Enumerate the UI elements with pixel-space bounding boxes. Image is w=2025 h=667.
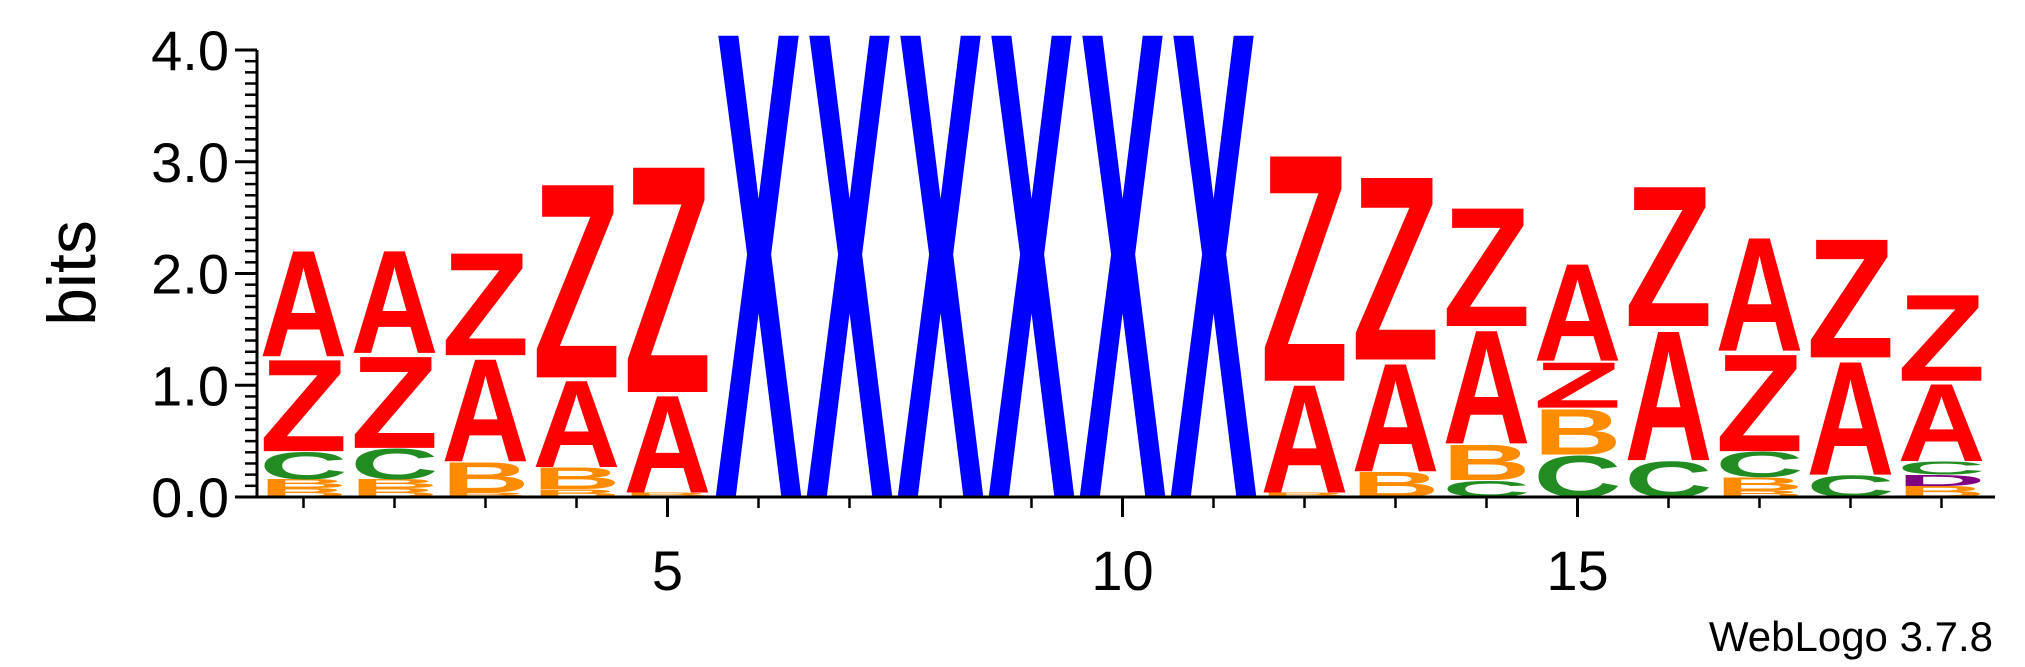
logo-letter-b: B [260, 477, 348, 491]
logo-letter-b: B [1443, 434, 1531, 492]
y-tick-label: 3.0 [151, 131, 229, 194]
logo-letter-a: A [351, 220, 439, 385]
y-axis-title: bits [34, 220, 110, 326]
logo-letter-c: C [1898, 458, 1986, 479]
weblogo-credit: WebLogo 3.7.8 [1709, 613, 1993, 660]
logo-letter-a: A [1625, 293, 1713, 500]
y-tick-label: 2.0 [151, 243, 229, 306]
x-tick-label: 5 [652, 539, 683, 602]
logo-letter-z: Z [1716, 326, 1804, 482]
logo-letter-b: B [624, 491, 712, 498]
logo-letter-a: A [1443, 297, 1531, 478]
logo-letter-z: Z [1898, 269, 1986, 408]
logo-letter-x: X [806, 0, 895, 640]
logo-letter-z: Z [351, 329, 439, 476]
logo-letter-b: B [1261, 491, 1349, 498]
logo-letter-z: Z [1807, 204, 1895, 394]
logo-letter-a: A [1534, 234, 1622, 391]
logo-letter-z: Z [1534, 349, 1622, 422]
logo-letter-d: D [1898, 472, 1986, 489]
logo-letter-x: X [988, 0, 1077, 640]
y-axis-ticks: 0.0 1.0 2.0 3.0 4.0 [151, 19, 257, 529]
logo-letter-b: B [442, 454, 530, 502]
logo-letter-z: Z [260, 333, 348, 480]
logo-letter-b: B [442, 491, 530, 498]
logo-letter-a: A [442, 328, 530, 493]
y-tick-label: 1.0 [151, 354, 229, 417]
logo-letter-z: Z [1443, 173, 1531, 363]
y-tick-label: 0.0 [151, 466, 229, 529]
x-axis-ticks: 5 10 15 [302, 497, 1943, 602]
logo-letter-z: Z [1625, 144, 1713, 370]
logo-letter-a: A [1898, 360, 1986, 485]
logo-letter-x: X [715, 0, 804, 640]
logo-letter-a: A [260, 219, 348, 389]
logo-letter-x: X [1170, 0, 1259, 640]
logo-letter-b: B [1534, 396, 1622, 469]
logo-letter-a: A [1716, 204, 1804, 385]
logo-letter-z: Z [1352, 122, 1440, 416]
logo-letter-a: A [1807, 329, 1895, 510]
logo-letter-b: B [351, 477, 439, 491]
logo-letter-c: C [1716, 445, 1804, 485]
logo-letter-b: B [533, 461, 621, 496]
logo-letter-z: Z [442, 222, 530, 387]
logo-letter-a: A [1352, 331, 1440, 505]
logo-letter-c: C [260, 444, 348, 487]
logo-letter-b: B [1716, 474, 1804, 495]
x-tick-label: 10 [1091, 539, 1153, 602]
logo-letter-x: X [1079, 0, 1168, 640]
logo-letter-c: C [351, 440, 439, 488]
logo-letter-a: A [533, 356, 621, 494]
logo-letter-b: B [1716, 489, 1804, 499]
logo-letter-z: Z [624, 98, 712, 461]
logo-letter-x: X [897, 0, 986, 640]
y-tick-label: 4.0 [151, 19, 229, 82]
chart-axes: 0.0 1.0 2.0 3.0 4.0 5 10 15 [151, 19, 1995, 602]
logo-letter-z: Z [1261, 87, 1349, 450]
logo-letter-z: Z [533, 126, 621, 438]
x-tick-label: 15 [1546, 539, 1608, 602]
